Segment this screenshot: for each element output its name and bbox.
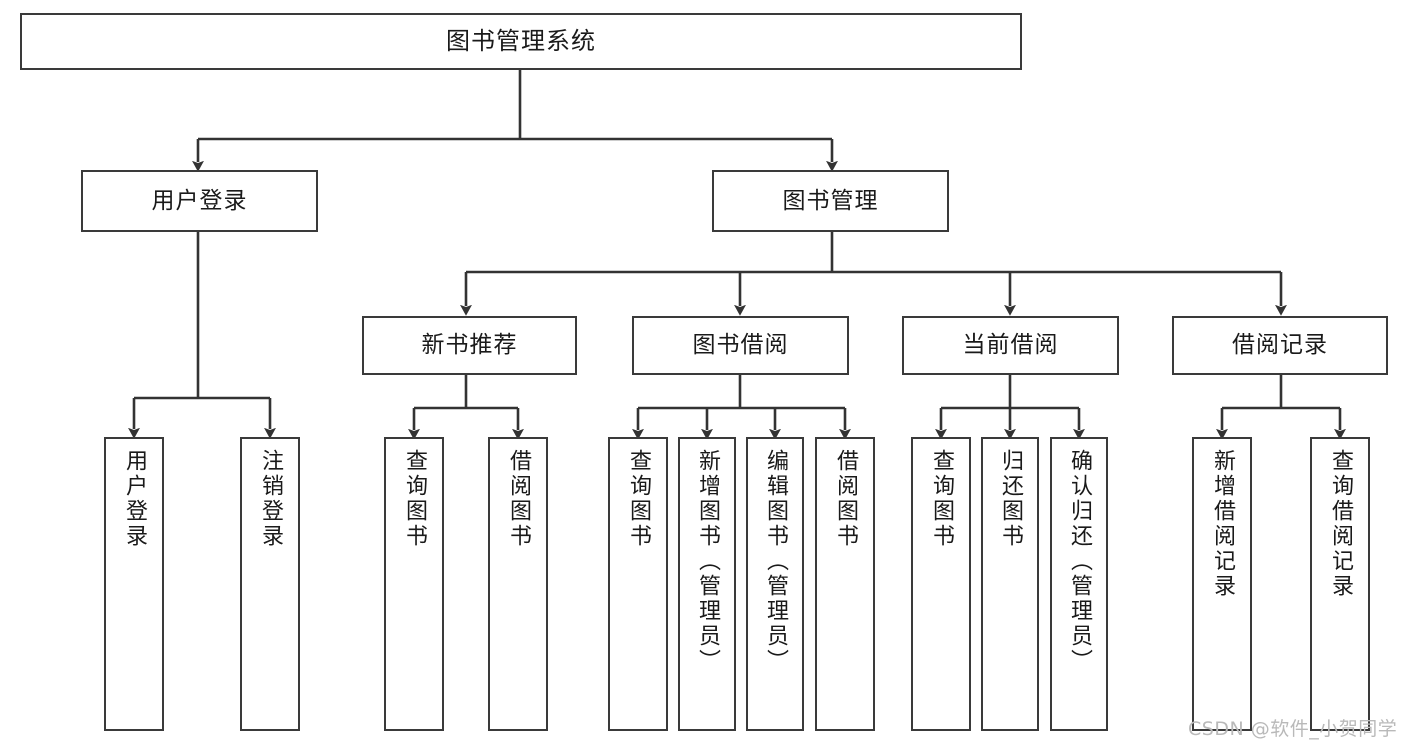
leaf-borrow-book-1[interactable]: 借阅图书 [488,437,548,731]
leaf-borrow-book-2-label: 借阅图书 [833,449,858,549]
node-new-book-recommend-label: 新书推荐 [421,332,518,359]
leaf-user-login[interactable]: 用户登录 [104,437,164,731]
node-root-label: 图书管理系统 [446,26,596,55]
node-current-borrow[interactable]: 当前借阅 [902,316,1119,375]
leaf-user-logout-label: 注销登录 [258,449,283,549]
leaf-add-record-label: 新增借阅记录 [1210,449,1235,599]
leaf-return-book-label: 归还图书 [998,449,1023,549]
leaf-query-book-1[interactable]: 查询图书 [384,437,444,731]
csdn-watermark: CSDN @软件_小贺同学 [1188,718,1398,740]
node-root[interactable]: 图书管理系统 [20,13,1022,70]
leaf-user-logout[interactable]: 注销登录 [240,437,300,731]
leaf-user-login-label: 用户登录 [122,449,147,549]
node-new-book-recommend[interactable]: 新书推荐 [362,316,577,375]
leaf-edit-book-label: 编辑图书（管理员） [763,449,788,674]
leaf-return-book[interactable]: 归还图书 [981,437,1039,731]
leaf-confirm-return[interactable]: 确认归还（管理员） [1050,437,1108,731]
leaf-confirm-return-label: 确认归还（管理员） [1067,449,1092,674]
node-book-manage[interactable]: 图书管理 [712,170,949,232]
leaf-edit-book[interactable]: 编辑图书（管理员） [746,437,804,731]
leaf-query-record-label: 查询借阅记录 [1328,449,1353,599]
leaf-query-book-2[interactable]: 查询图书 [608,437,668,731]
leaf-add-book[interactable]: 新增图书（管理员） [678,437,736,731]
leaf-add-record[interactable]: 新增借阅记录 [1192,437,1252,731]
leaf-add-book-label: 新增图书（管理员） [695,449,720,674]
node-user-login-label: 用户登录 [151,187,248,214]
node-book-borrow-label: 图书借阅 [692,332,789,359]
leaf-query-book-2-label: 查询图书 [626,449,651,549]
node-borrow-record-label: 借阅记录 [1232,332,1328,359]
node-borrow-record[interactable]: 借阅记录 [1172,316,1388,375]
node-book-manage-label: 图书管理 [782,187,879,214]
leaf-borrow-book-1-label: 借阅图书 [506,449,531,549]
leaf-query-book-3[interactable]: 查询图书 [911,437,971,731]
leaf-query-book-1-label: 查询图书 [402,449,427,549]
leaf-query-book-3-label: 查询图书 [929,449,954,549]
leaf-query-record[interactable]: 查询借阅记录 [1310,437,1370,731]
node-book-borrow[interactable]: 图书借阅 [632,316,849,375]
node-current-borrow-label: 当前借阅 [962,332,1059,359]
leaf-borrow-book-2[interactable]: 借阅图书 [815,437,875,731]
node-user-login[interactable]: 用户登录 [81,170,318,232]
